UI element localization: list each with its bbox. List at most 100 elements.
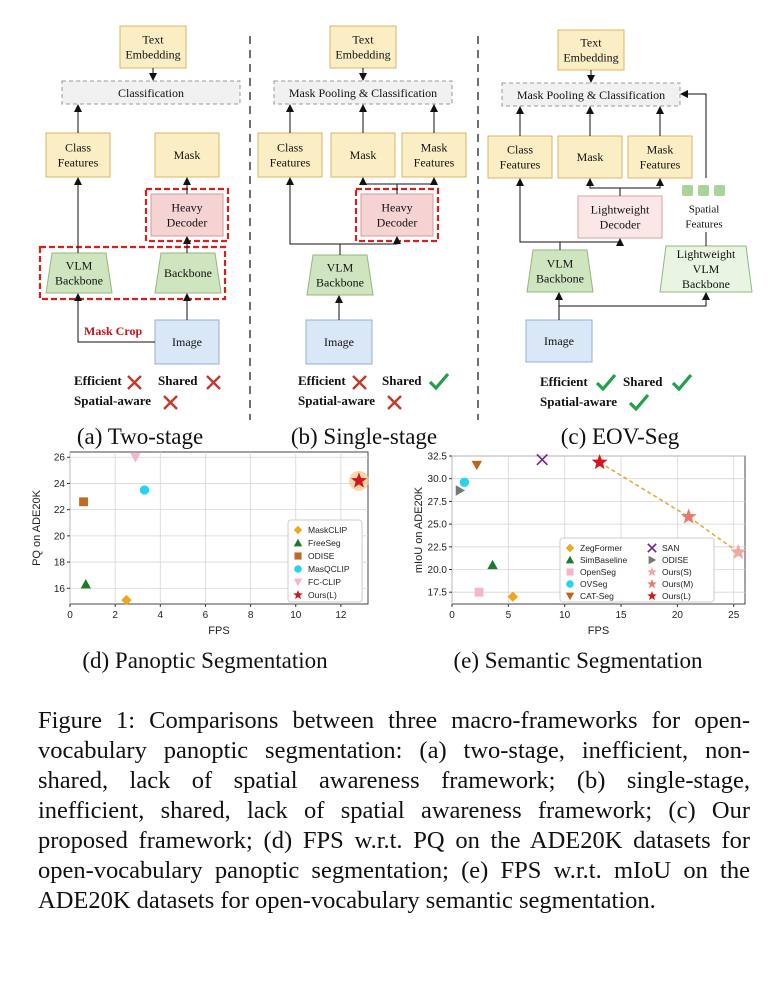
- c-spatial-token-1: [682, 185, 693, 196]
- y-tick-label: 18: [54, 558, 66, 569]
- a-class-features-box: [45, 132, 111, 178]
- data-point-ours-s-: [730, 543, 747, 560]
- y-tick-label: 22.5: [428, 542, 448, 553]
- legend-marker: [565, 555, 575, 564]
- c-class-features-box: [487, 135, 553, 179]
- legend-label: Ours(L): [308, 590, 337, 600]
- a-shared-cross-icon: [206, 375, 221, 390]
- a-backbone-highlight: [38, 245, 227, 301]
- y-axis-label: PQ on ADE20K: [31, 489, 43, 565]
- a-efficient-label: Efficient: [74, 373, 122, 388]
- x-tick-label: 15: [615, 610, 627, 621]
- c-classification-label: Mask Pooling & Classification: [517, 88, 665, 102]
- legend-marker: [293, 525, 303, 535]
- legend-marker: [647, 578, 657, 589]
- d-caption: (d) Panoptic Segmentation: [82, 648, 328, 673]
- legend-marker: [566, 568, 574, 576]
- b-vlm-backbone-box: [306, 254, 374, 296]
- data-point-ours-m-: [680, 508, 697, 524]
- x-tick-label: 6: [203, 610, 209, 621]
- legend-label: Ours(M): [662, 579, 693, 589]
- c-lightweight-decoder-box: [577, 195, 663, 239]
- legend-label: FreeSeg: [308, 538, 341, 548]
- y-tick-label: 26: [54, 453, 66, 464]
- c-efficient-check-icon: [595, 373, 617, 392]
- c-image-box: [525, 319, 593, 363]
- data-point-openseg: [474, 587, 484, 597]
- a-classification-box: [61, 80, 241, 105]
- a-backbone-label: Backbone: [164, 266, 212, 280]
- c-text-embedding-box: [557, 29, 625, 71]
- a-spatial-aware-label: Spatial-aware: [74, 393, 151, 408]
- b-heavy-decoder-box: [360, 193, 434, 237]
- legend-label: OVSeg: [580, 579, 608, 589]
- b-efficient-label: Efficient: [298, 373, 346, 388]
- y-tick-label: 20: [54, 531, 66, 542]
- legend-marker: [647, 590, 657, 601]
- data-point-simbaseline: [487, 559, 498, 570]
- legend-marker: [293, 578, 303, 587]
- y-tick-label: 20.0: [428, 565, 448, 576]
- a-vlm-backbone-box: [45, 252, 113, 294]
- e-caption: (e) Semantic Segmentation: [453, 648, 703, 673]
- a-spatial-cross-icon: [163, 395, 178, 410]
- b-mask-label: Mask: [350, 148, 377, 162]
- data-point-zegformer: [507, 591, 519, 602]
- a-image-label: Image: [172, 335, 202, 349]
- c-spatial-token-2: [698, 185, 709, 196]
- c-mask-features-box: [627, 135, 693, 179]
- x-tick-label: 0: [449, 610, 455, 621]
- c-vlm-backbone-box: [526, 249, 594, 293]
- y-tick-label: 32.5: [428, 452, 448, 463]
- a-mask-crop-label: Mask Crop: [84, 324, 142, 338]
- a-backbone-box: [154, 252, 222, 294]
- legend-marker: [565, 592, 575, 601]
- c-mask-label: Mask: [577, 150, 604, 164]
- y-tick-label: 25.0: [428, 520, 448, 531]
- legend-label: MaskCLIP: [308, 525, 348, 535]
- c-shared-check-icon: [671, 373, 693, 392]
- legend-label: Ours(L): [662, 591, 691, 601]
- x-tick-label: 10: [290, 610, 302, 621]
- data-point-fc-clip: [130, 453, 141, 463]
- b-class-features-box: [257, 132, 323, 178]
- a-efficient-cross-icon: [127, 375, 142, 390]
- c-image-label: Image: [544, 334, 574, 348]
- x-tick-label: 8: [248, 610, 254, 621]
- c-lightweight-vlm-backbone-box: [659, 245, 753, 293]
- legend-marker: [647, 543, 657, 553]
- data-point-san: [536, 453, 548, 466]
- a-classification-label: Classification: [118, 86, 184, 100]
- legend-label: ODISE: [308, 551, 335, 561]
- data-point-ovseg: [459, 477, 470, 488]
- legend-marker: [648, 555, 657, 565]
- b-shared-check-icon: [428, 372, 450, 391]
- c-spatial-token-3: [714, 185, 725, 196]
- b-image-box: [305, 319, 373, 365]
- legend-label: SimBaseline: [580, 555, 628, 565]
- b-classification-label: Mask Pooling & Classification: [289, 86, 437, 100]
- x-tick-label: 20: [672, 610, 684, 621]
- legend-marker: [293, 589, 303, 600]
- legend: ZegFormerSimBaselineOpenSegOVSegCAT-SegS…: [559, 537, 715, 603]
- c-mask-box: [557, 135, 623, 179]
- x-axis-label: FPS: [208, 625, 229, 637]
- b-caption: (b) Single-stage: [291, 424, 437, 449]
- b-spatial-cross-icon: [387, 395, 402, 410]
- legend-marker: [566, 580, 574, 588]
